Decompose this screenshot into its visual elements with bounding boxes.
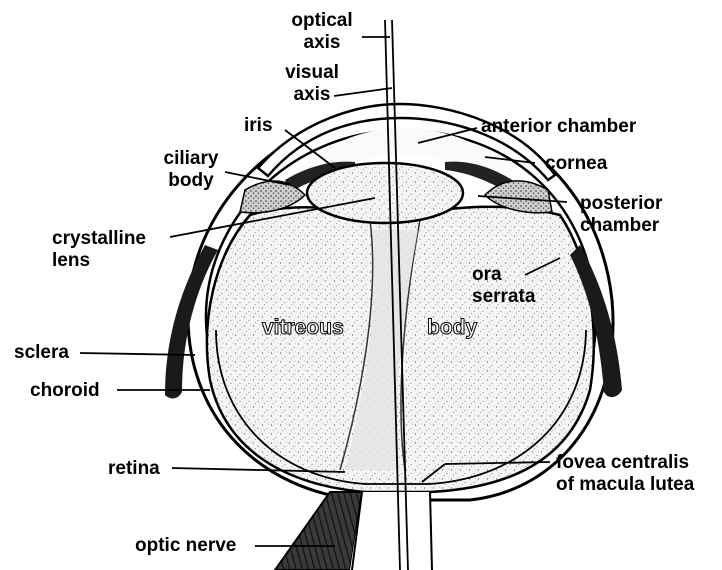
vitreous-label: vitreous bbox=[262, 316, 344, 340]
optic-nerve-shape bbox=[275, 492, 362, 570]
choroid-label: choroid bbox=[30, 380, 100, 402]
ciliary-body-label: ciliary body bbox=[150, 148, 232, 192]
sclera-label: sclera bbox=[14, 342, 69, 364]
posterior-chamber-label: posterior chamber bbox=[580, 193, 662, 237]
ora-serrata-label: ora serrata bbox=[472, 264, 535, 308]
crystalline-lens-label: crystalline lens bbox=[52, 228, 146, 272]
retina-label: retina bbox=[108, 458, 160, 480]
body-label: body bbox=[427, 316, 477, 340]
optic-nerve-label: optic nerve bbox=[135, 535, 236, 557]
crystalline-lens-shape bbox=[307, 163, 463, 223]
iris-label: iris bbox=[244, 115, 273, 137]
visual-axis-label: visual axis bbox=[276, 62, 348, 106]
optical-axis-label: optical axis bbox=[284, 10, 360, 54]
fovea-centralis-label: fovea centralis of macula lutea bbox=[556, 452, 694, 496]
anterior-chamber-label: anterior chamber bbox=[481, 116, 636, 138]
cornea-label: cornea bbox=[545, 153, 607, 175]
